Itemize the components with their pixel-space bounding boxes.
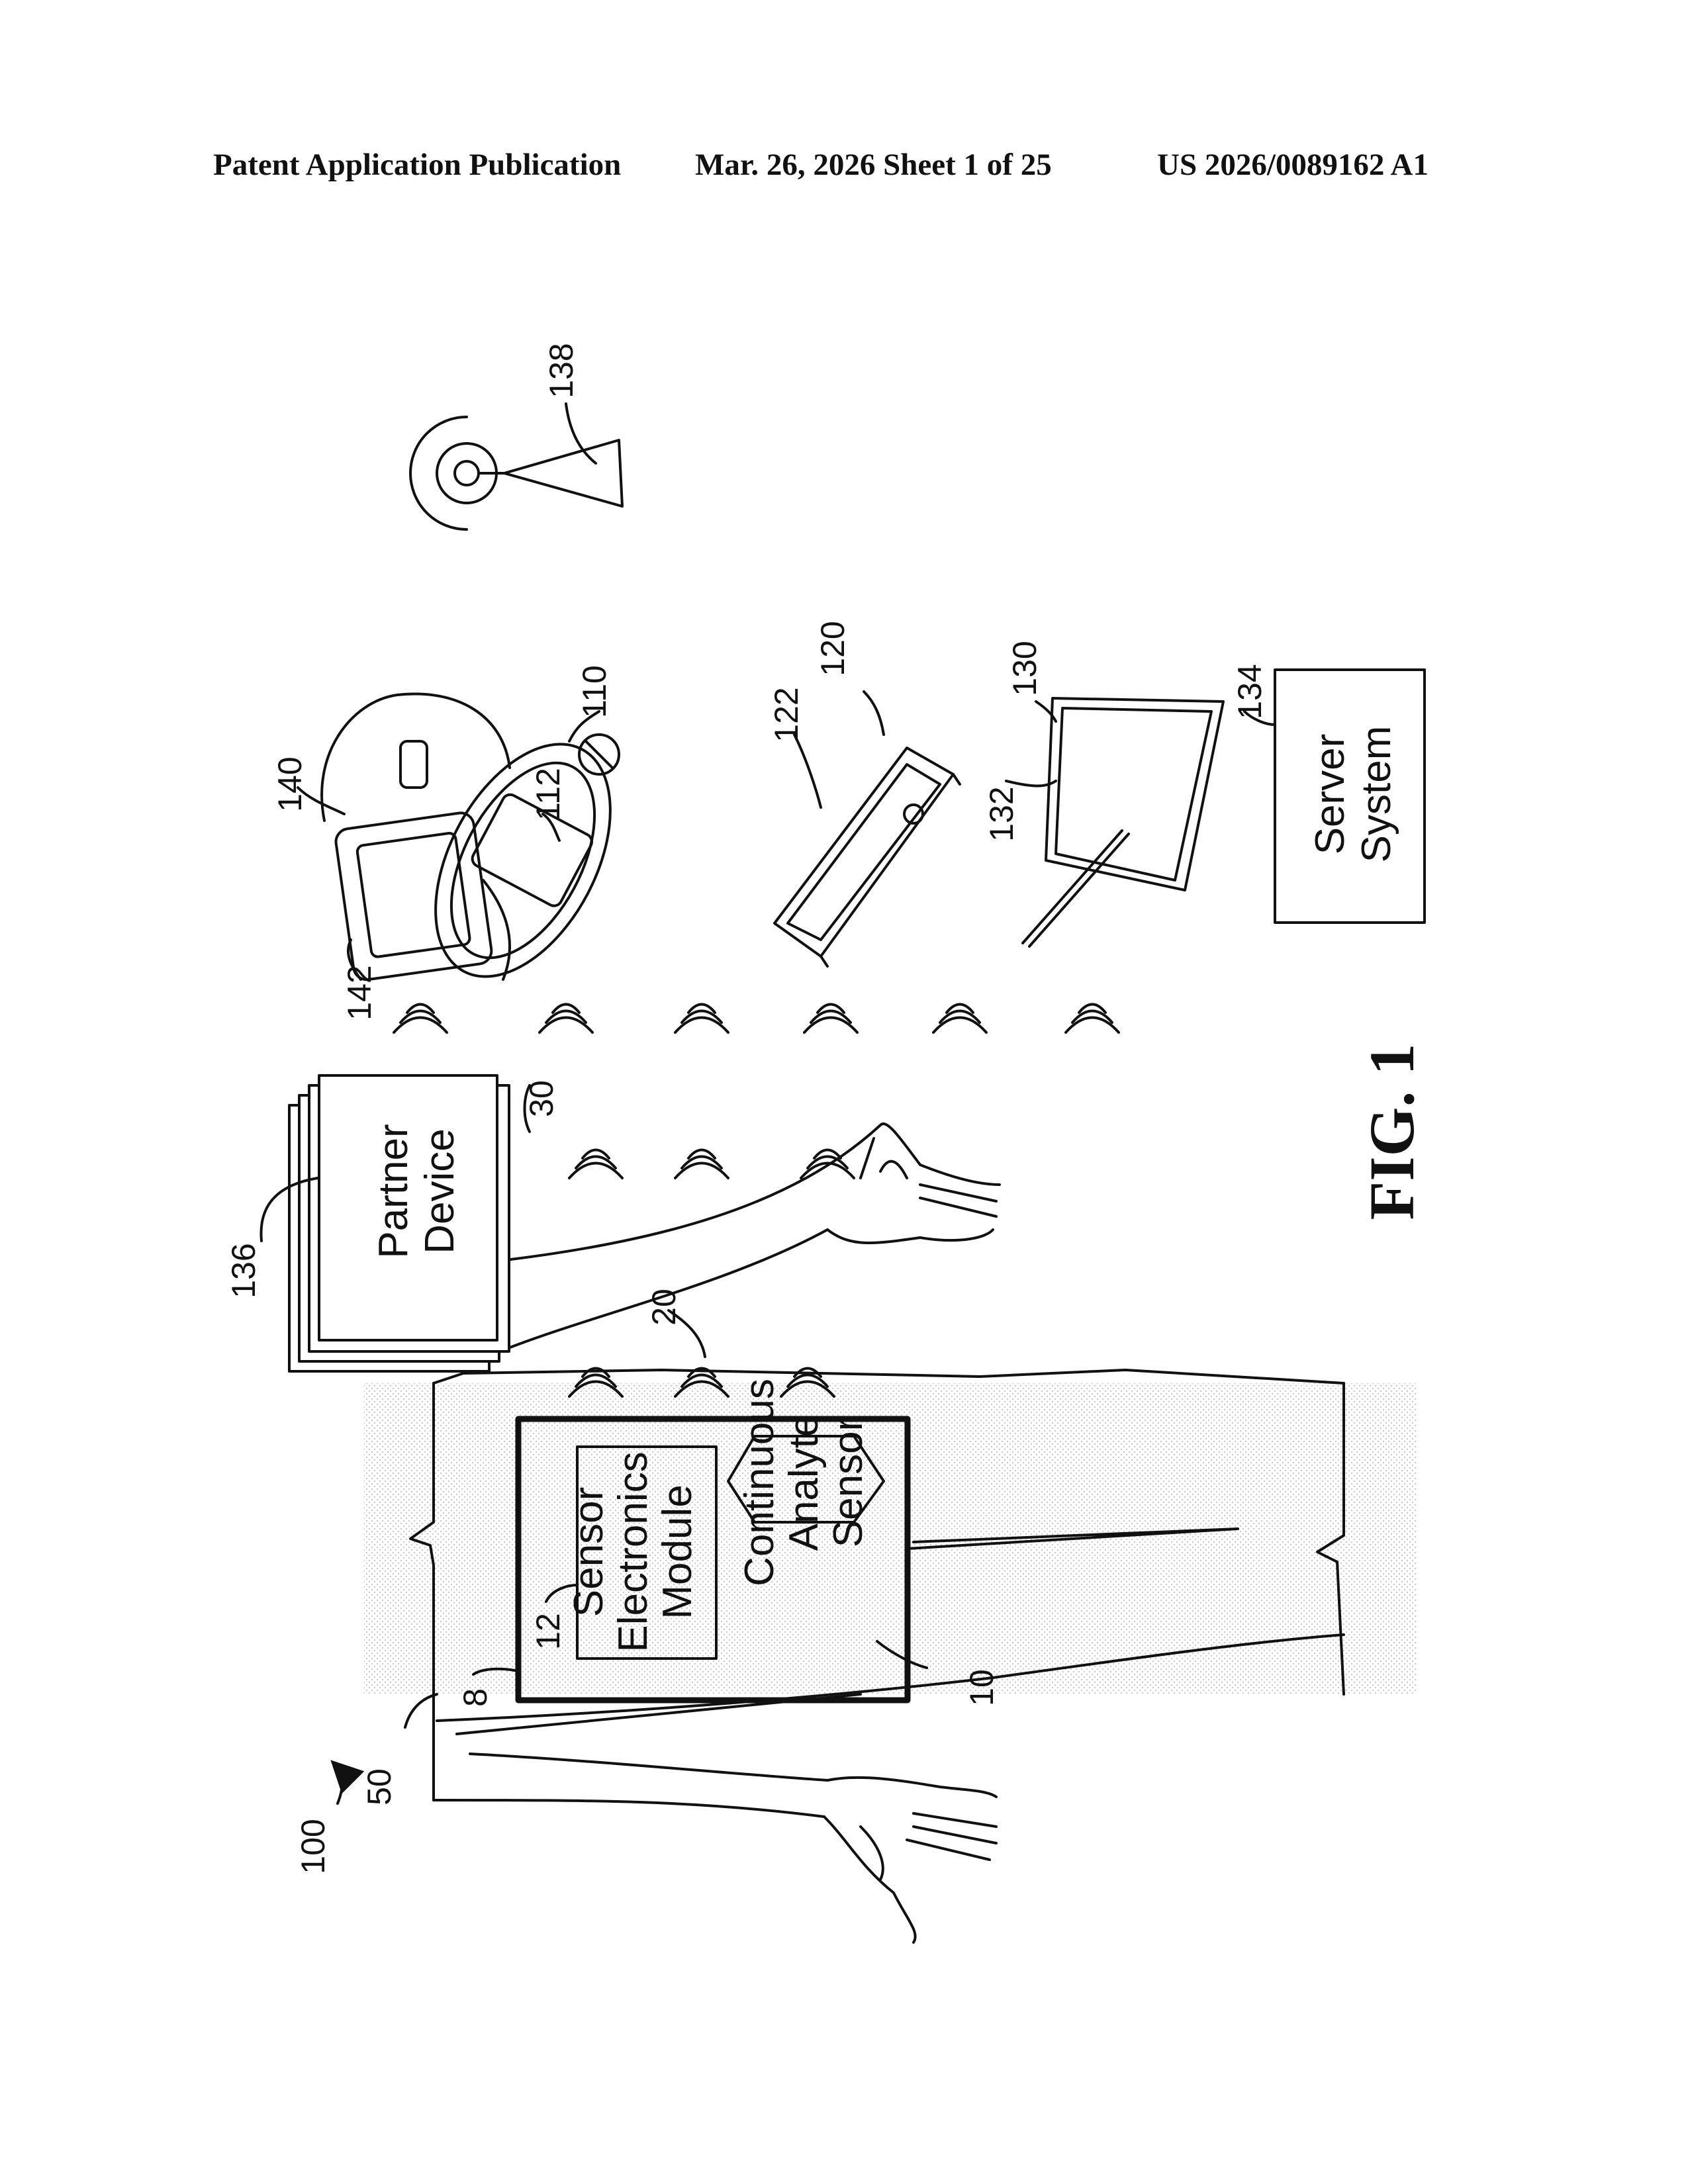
arm-lower — [434, 1754, 996, 1942]
sensor-electronics-line2: Electronics — [610, 1451, 656, 1652]
analyte-sensor-line3: Sensor — [825, 1418, 871, 1547]
server-line1: Server — [1307, 734, 1353, 855]
sensor-electronics-line1: Sensor — [566, 1487, 612, 1617]
ref-134: 134 — [1231, 664, 1268, 719]
ref-10: 10 — [963, 1669, 1000, 1706]
torso-texture — [364, 1383, 1417, 1694]
tower-138-icon — [410, 417, 622, 529]
server-line2: System — [1354, 726, 1399, 863]
ref-12: 12 — [530, 1613, 567, 1650]
tablet-130 — [1023, 698, 1223, 946]
arm-upper — [470, 1124, 1000, 1350]
ref-30: 30 — [523, 1080, 560, 1117]
sensor-electronics-line3: Module — [655, 1484, 700, 1619]
ref-142: 142 — [341, 965, 378, 1020]
label-partner-device: Partner Device — [371, 1124, 463, 1258]
figure-title: FIG. 1 — [1356, 1044, 1427, 1220]
ref-112: 112 — [530, 768, 567, 821]
analyte-sensor-line2: Analyte — [781, 1414, 827, 1551]
ref-50: 50 — [361, 1768, 398, 1805]
ref-130: 130 — [1006, 641, 1043, 696]
label-server-system: Server System — [1307, 726, 1399, 863]
ref-110: 110 — [576, 665, 613, 718]
ref-140: 140 — [271, 756, 308, 811]
smartphone-120 — [774, 748, 960, 966]
ref-120: 120 — [814, 621, 851, 676]
ref-20: 20 — [645, 1289, 682, 1326]
ref-8: 8 — [457, 1688, 494, 1707]
partner-line1: Partner — [371, 1124, 416, 1258]
partner-line2: Device — [417, 1128, 463, 1254]
ref-132: 132 — [983, 786, 1020, 841]
ref-122: 122 — [768, 687, 805, 742]
ref-136: 136 — [225, 1243, 262, 1298]
ref-100: 100 — [295, 1819, 332, 1874]
receiver-110 — [400, 715, 647, 1006]
ref-138: 138 — [543, 343, 580, 398]
analyte-sensor-line1: Continuous — [737, 1379, 782, 1586]
